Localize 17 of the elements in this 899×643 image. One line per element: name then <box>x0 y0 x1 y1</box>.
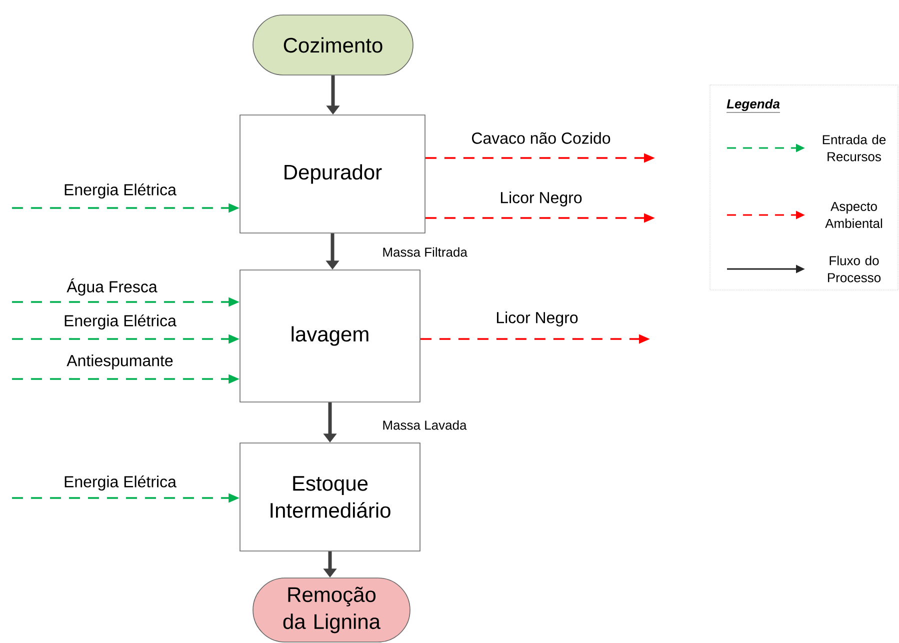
legend-title: Legenda <box>726 98 780 113</box>
legend-text: Entrada de Recursos <box>822 134 886 162</box>
process-box: Depurador <box>240 114 426 234</box>
edge-label: Licor Negro <box>498 190 584 208</box>
process-box: Estoque Intermediário <box>240 442 420 552</box>
edge-label: Massa Lavada <box>381 419 468 431</box>
edge-label: Cavaco não Cozido <box>470 131 612 145</box>
legend-text: Aspecto Ambiental <box>825 202 882 228</box>
edge-label: Energia Elétrica <box>62 313 178 331</box>
process-box: lavagem <box>240 270 420 402</box>
edge-label: Energia Elétrica <box>62 182 178 200</box>
edge-label: Água Fresca <box>66 277 158 297</box>
edge-label: Licor Negro <box>494 310 580 328</box>
edge-label: Massa Filtrada <box>381 246 468 258</box>
edge-label: Energia Elétrica <box>62 474 178 492</box>
legend-text: Fluxo do Processo <box>828 256 881 282</box>
edge-label: Antiespumante <box>66 354 174 370</box>
